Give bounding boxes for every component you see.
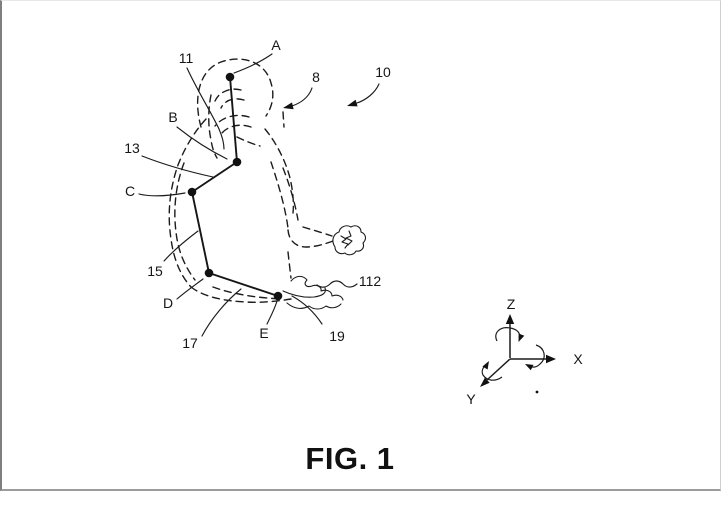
y-axis-line — [486, 358, 511, 381]
hand-scribble-fingers-1 — [340, 235, 349, 249]
ref-label-E: E — [259, 325, 268, 341]
leader-8-arrowhead — [283, 102, 294, 110]
jaw-line — [236, 136, 261, 147]
leader-112 — [316, 280, 358, 288]
skeleton-model — [187, 72, 283, 301]
z-axis-label: Z — [507, 296, 516, 312]
body-outline — [168, 58, 334, 303]
y-axis-arrowhead — [480, 377, 490, 387]
back-inner-line — [174, 162, 196, 281]
leader-19 — [291, 295, 323, 325]
leader-A — [233, 53, 273, 74]
joint-B — [232, 157, 242, 167]
leader-11 — [186, 67, 225, 150]
leader-lines — [138, 53, 380, 337]
ref-label-B: B — [168, 109, 177, 125]
joint-D — [204, 268, 214, 278]
x-rotation-arrow — [528, 344, 545, 368]
leg-break-line-bottom — [286, 302, 342, 310]
z-rotation-arrowhead — [518, 333, 525, 342]
ref-label-8: 8 — [312, 69, 320, 85]
leader-17 — [201, 288, 242, 337]
joint-E — [273, 291, 283, 301]
ref-label-112: 112 — [359, 273, 382, 289]
hip-front-dash — [287, 251, 292, 279]
face-line-1 — [214, 88, 242, 102]
leader-D — [176, 278, 204, 300]
ref-label-13: 13 — [124, 140, 140, 156]
figure-caption: FIG. 1 — [305, 441, 395, 476]
stray-dot — [535, 390, 539, 394]
skeleton-line — [191, 76, 279, 297]
head-side-dash — [282, 111, 285, 128]
hand-scribble — [332, 225, 366, 256]
leader-E — [266, 300, 278, 325]
neck-chest-front — [264, 128, 295, 214]
ref-label-15: 15 — [147, 263, 163, 279]
joint-A — [225, 72, 235, 82]
coordinate-axes: Z X Y — [466, 296, 583, 407]
ref-label-17: 17 — [182, 335, 198, 351]
reference-labels: A 11 8 10 B 13 C 15 D 17 E 19 112 — [124, 37, 391, 351]
ref-label-19: 19 — [329, 328, 345, 344]
leader-10 — [356, 83, 380, 104]
face-line-4 — [221, 124, 252, 134]
leader-15 — [163, 230, 199, 262]
x-axis-label: X — [573, 351, 583, 367]
y-axis-label: Y — [466, 391, 476, 407]
head-inner-line — [208, 94, 218, 159]
ref-label-D: D — [163, 295, 173, 311]
hand-scribble-fingers-2 — [345, 230, 353, 246]
joint-C — [187, 187, 197, 197]
forearm-top — [302, 226, 333, 237]
face-line-2 — [220, 98, 245, 109]
seat-bottom-outline — [190, 286, 292, 303]
knee-scribble — [282, 287, 326, 298]
under-thigh-line — [212, 286, 284, 300]
ref-label-C: C — [125, 183, 135, 199]
x-axis-arrowhead — [546, 354, 556, 364]
upper-arm-front — [270, 161, 289, 229]
x-rotation-arrowhead — [525, 364, 534, 371]
z-axis-arrowhead — [505, 314, 515, 324]
leader-13 — [141, 155, 214, 178]
z-rotation-arrow — [495, 327, 521, 342]
head-outline — [196, 58, 274, 128]
face-line-3 — [214, 114, 250, 127]
leader-B — [176, 126, 228, 160]
scribbles — [282, 225, 366, 310]
leader-C — [138, 192, 186, 197]
ref-label-11: 11 — [179, 50, 194, 66]
page-border-frame — [0, 0, 721, 491]
ref-label-10: 10 — [375, 64, 391, 80]
y-rotation-arrowhead — [482, 361, 489, 370]
leader-8 — [291, 87, 313, 107]
back-outline — [168, 118, 207, 288]
upper-arm-back — [282, 167, 299, 221]
ref-label-A: A — [271, 37, 281, 53]
forearm-bottom — [287, 229, 334, 248]
leader-10-arrowhead — [347, 99, 358, 107]
